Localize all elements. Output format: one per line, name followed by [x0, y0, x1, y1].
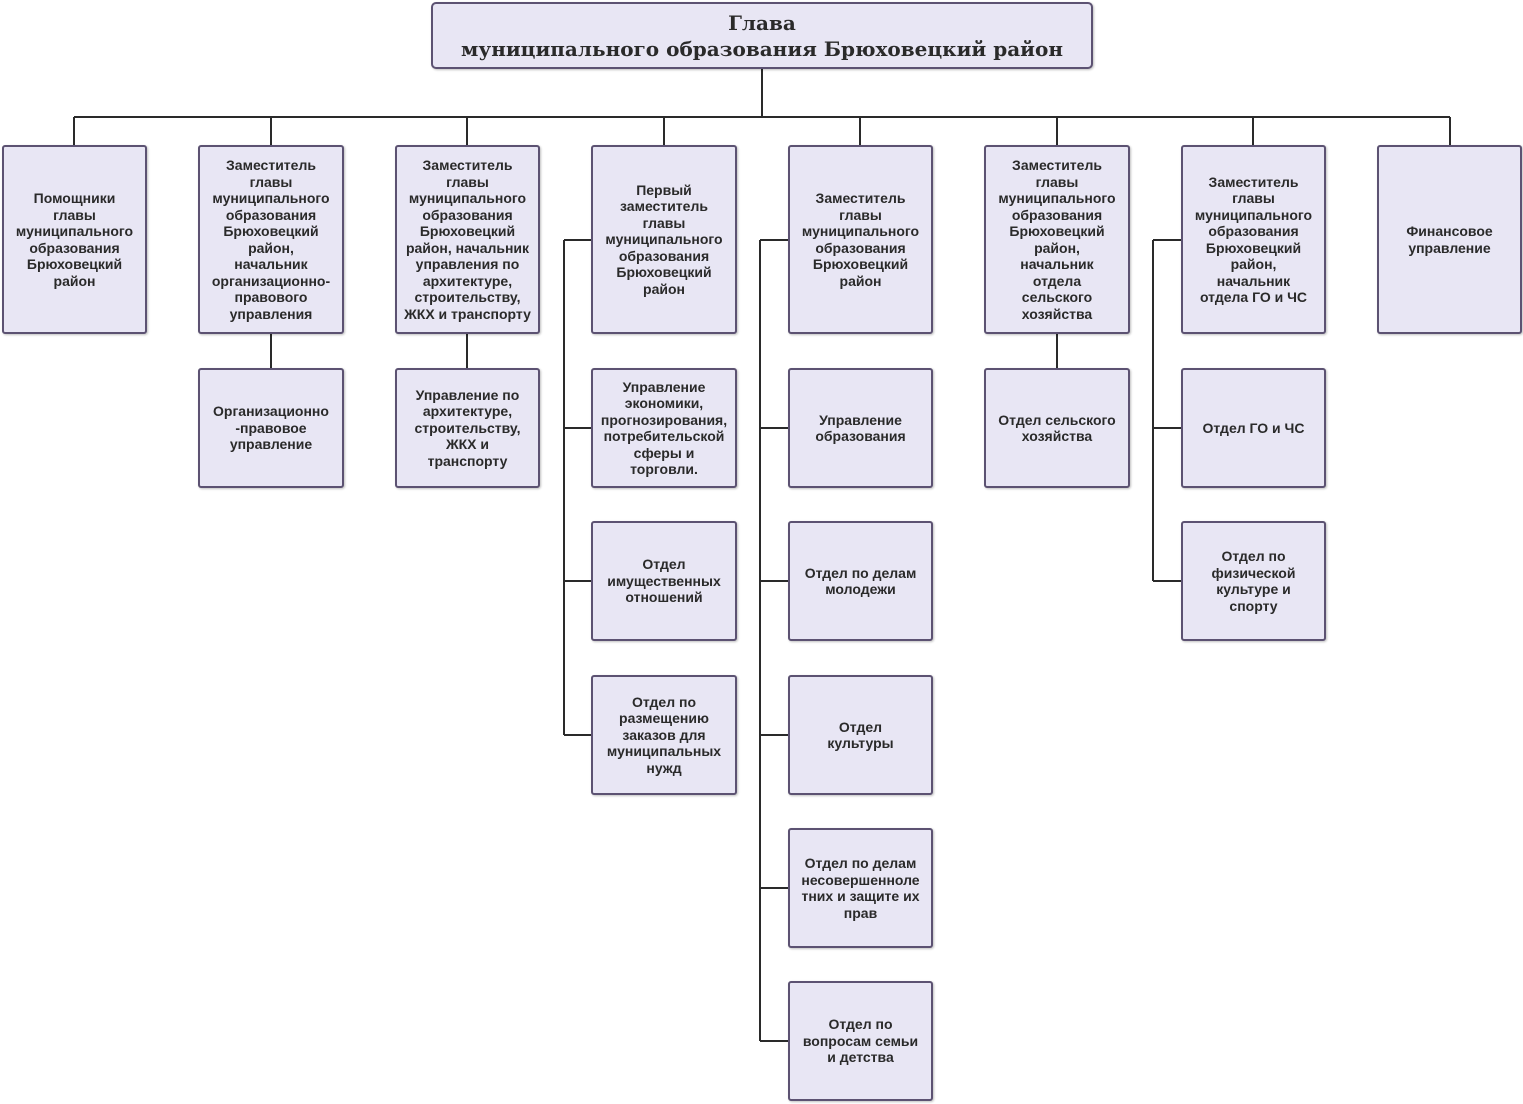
deputy-architecture-box: Заместитель главы муниципального образов…: [395, 145, 540, 334]
youth-department-box: Отдел по делам молодежи: [788, 521, 933, 641]
civil-defense-department-box: Отдел ГО и ЧС: [1181, 368, 1326, 488]
deputy-civil-defense-box: Заместитель главы муниципального образов…: [1181, 145, 1326, 334]
property-relations-box: Отдел имущественных отношений: [591, 521, 737, 641]
agriculture-department-box: Отдел сельского хозяйства: [984, 368, 1130, 488]
family-department-box: Отдел по вопросам семьи и детства: [788, 981, 933, 1101]
culture-department-box: Отдел культуры: [788, 675, 933, 795]
education-department-box: Управление образования: [788, 368, 933, 488]
assistants-box: Помощники главы муниципального образован…: [2, 145, 147, 334]
legal-department-box: Организационно -правовое управление: [198, 368, 344, 488]
head-box: Глава муниципального образования Брюхове…: [431, 2, 1093, 69]
deputy-legal-box: Заместитель главы муниципального образов…: [198, 145, 344, 334]
municipal-orders-box: Отдел по размещению заказов для муниципа…: [591, 675, 737, 795]
minors-department-box: Отдел по делам несовершенноле тних и защ…: [788, 828, 933, 948]
architecture-department-box: Управление по архитектуре, строительству…: [395, 368, 540, 488]
sport-department-box: Отдел по физической культуре и спорту: [1181, 521, 1326, 641]
deputy-agriculture-box: Заместитель главы муниципального образов…: [984, 145, 1130, 334]
first-deputy-box: Первый заместитель главы муниципального …: [591, 145, 737, 334]
deputy-social-box: Заместитель главы муниципального образов…: [788, 145, 933, 334]
economy-department-box: Управление экономики, прогнозирования, п…: [591, 368, 737, 488]
finance-department-box: Финансовое управление: [1377, 145, 1522, 334]
